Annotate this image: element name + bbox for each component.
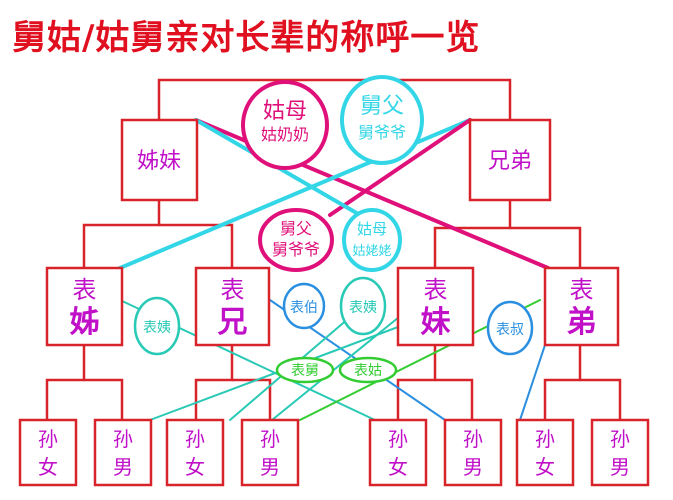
tree-connector (194, 345, 234, 420)
tree-connector (232, 378, 272, 420)
label-great-aunt-title: 姑奶奶 (261, 125, 309, 144)
grandchild-label-bottom: 女 (388, 455, 408, 479)
relation-line (328, 118, 472, 217)
tree-connector (159, 223, 234, 268)
grandchild-box (93, 418, 153, 487)
cousin-box (45, 266, 124, 347)
oval-great-uncle (340, 75, 424, 165)
grandchild-box (165, 418, 225, 487)
label-uncle: 舅父 (280, 219, 312, 238)
label-great-uncle: 舅父 (360, 94, 404, 119)
label-uncle-title: 舅爷爷 (272, 240, 320, 259)
relation-oval (133, 296, 181, 356)
cousin-label-bottom: 姊 (70, 305, 100, 340)
cousin-box (543, 266, 620, 347)
green-oval-label: 表舅 (291, 363, 319, 379)
grandchild-label-bottom: 男 (113, 455, 133, 479)
tree-connector (435, 378, 474, 420)
grandchild-label-bottom: 男 (260, 455, 280, 479)
label-sisters: 姊妹 (137, 149, 181, 174)
label-aunt-title: 姑姥姥 (352, 244, 391, 259)
cousin-label-top: 表 (424, 276, 448, 304)
cousin-label-top: 表 (221, 276, 245, 304)
relation-oval-label: 表姨 (349, 300, 377, 316)
tree-connector (82, 200, 161, 268)
box-sisters (120, 118, 199, 202)
label-brothers: 兄弟 (488, 149, 532, 174)
cousin-box (194, 266, 271, 347)
relation-oval (339, 276, 387, 336)
grandchild-label-top: 孙 (535, 427, 555, 451)
tree-connector (543, 345, 582, 420)
tree-connector-gen1 (157, 78, 512, 120)
cousin-label-bottom: 妹 (421, 305, 451, 340)
grandchild-label-bottom: 女 (185, 455, 205, 479)
green-oval (275, 356, 335, 384)
cousin-label-top: 表 (570, 276, 594, 304)
relation-oval-label: 表叔 (496, 322, 524, 338)
cousin-label-bottom: 兄 (218, 305, 248, 340)
grandchild-label-top: 孙 (38, 427, 58, 451)
grandchild-label-top: 孙 (463, 427, 483, 451)
label-great-aunt: 姑母 (263, 99, 307, 124)
cousin-box (396, 266, 475, 347)
tree-connector (84, 378, 124, 420)
grandchild-label-top: 孙 (185, 427, 205, 451)
oval-great-aunt (241, 80, 329, 170)
grandchild-box (240, 418, 300, 487)
grandchild-label-bottom: 女 (38, 455, 58, 479)
cousin-label-top: 表 (73, 276, 97, 304)
grandchild-label-top: 孙 (260, 427, 280, 451)
grandchild-label-top: 孙 (610, 427, 630, 451)
relation-line (271, 299, 421, 421)
box-brothers (468, 118, 552, 202)
label-great-uncle-title: 舅爷爷 (358, 123, 406, 142)
grandchild-label-bottom: 男 (463, 455, 483, 479)
grandchild-label-top: 孙 (388, 427, 408, 451)
green-oval (338, 356, 398, 384)
grandchild-label-bottom: 男 (610, 455, 630, 479)
green-oval-label: 表姑 (354, 363, 382, 379)
label-aunt: 姑母 (357, 220, 387, 238)
grandchild-box (443, 418, 503, 487)
relation-oval-label: 表伯 (290, 300, 318, 316)
tree-connector (433, 200, 512, 268)
tree-connector (45, 345, 86, 420)
grandchild-box (368, 418, 428, 487)
tree-connector (510, 226, 582, 268)
grandchild-label-bottom: 女 (535, 455, 555, 479)
cousin-label-bottom: 弟 (567, 305, 597, 340)
relation-oval (282, 282, 326, 330)
tree-connector (396, 345, 437, 420)
grandchild-box (590, 418, 650, 487)
oval-aunt (342, 208, 402, 272)
grandchild-label-top: 孙 (113, 427, 133, 451)
relation-oval (486, 300, 534, 356)
grandchild-box (18, 418, 78, 487)
page-title: 舅姑/姑舅亲对长辈的称呼一览 (12, 18, 481, 58)
grandchild-box (515, 418, 575, 487)
tree-connector (580, 378, 622, 420)
oval-uncle (258, 208, 334, 272)
relation-oval-label: 表姨 (143, 320, 171, 336)
